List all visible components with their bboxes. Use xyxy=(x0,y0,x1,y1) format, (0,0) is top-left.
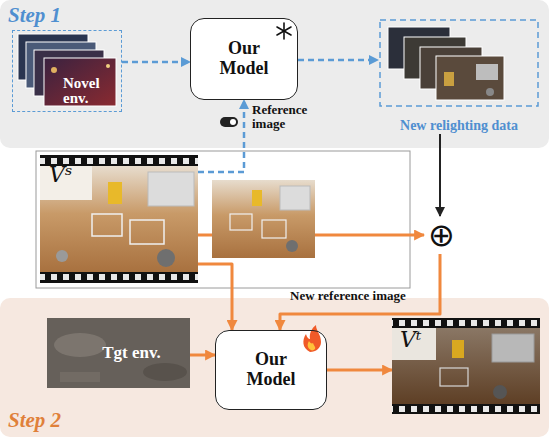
add-operator: ⊕ xyxy=(424,216,459,254)
target-env-map-part xyxy=(54,333,106,357)
step1-panel xyxy=(0,0,549,148)
model-label: Our Model xyxy=(240,350,302,390)
flow-arrow xyxy=(327,369,392,372)
fire-icon-part xyxy=(308,341,316,350)
step-label: Step 2 xyxy=(8,408,61,433)
relighting-output-stack xyxy=(380,20,538,106)
snowflake-icon xyxy=(277,23,291,39)
snowflake-icon-part xyxy=(277,27,291,35)
flow-arrow xyxy=(439,134,441,216)
step-label: Step 1 xyxy=(8,3,61,28)
target-env-map-part xyxy=(47,318,190,388)
target-film-strip-part xyxy=(392,328,540,404)
flow-arrow xyxy=(190,354,215,357)
model-box-fill-part xyxy=(190,18,298,100)
reference-image-part xyxy=(212,180,315,258)
reference-image-part xyxy=(252,190,262,206)
target-film-strip-part xyxy=(392,328,436,360)
flow-arrow xyxy=(198,100,244,172)
model-box: Our Model xyxy=(190,18,298,100)
env-image-stack: Novel env. xyxy=(12,30,122,112)
model-box-fill xyxy=(190,18,327,410)
target-film-strip-part xyxy=(440,368,468,386)
env-label: Novel env. xyxy=(63,76,113,108)
model-label: Our Model xyxy=(213,39,275,79)
env-map-stack-part xyxy=(44,58,116,106)
relighting-output-stack-part xyxy=(436,56,504,100)
env-map-stack xyxy=(18,34,116,106)
reference-image-part xyxy=(286,240,298,252)
target-film-strip-part xyxy=(493,385,507,399)
reference-image-part xyxy=(280,186,310,210)
source-video: Vˢ xyxy=(40,155,198,283)
toggle-icon-part xyxy=(230,119,236,125)
target-film-strip-part xyxy=(492,334,534,362)
env-label: Tgt env. xyxy=(102,343,161,363)
target-film-strip-part xyxy=(392,406,540,412)
target-env-map-part xyxy=(60,372,100,382)
step2-panel xyxy=(0,298,549,437)
model-box: Our Model xyxy=(215,330,327,410)
source-film-strip-part xyxy=(157,249,175,267)
flow-arrow xyxy=(122,61,190,64)
target-film-strip-part xyxy=(392,320,540,326)
toggle-icon-part xyxy=(220,117,238,127)
flow-arrow xyxy=(198,264,232,330)
toggle-icon xyxy=(220,117,238,127)
flow-arrow xyxy=(298,59,378,62)
relighting-output-stack-part xyxy=(444,72,454,86)
source-film-strip-part xyxy=(40,274,198,280)
env-map-stack-part xyxy=(106,64,110,68)
operator-symbol: ⊕ xyxy=(428,219,455,251)
source-film-strip-part xyxy=(108,182,122,204)
target-env-map-part xyxy=(143,363,187,381)
source-film-strip-part xyxy=(92,214,122,236)
target-env-map xyxy=(47,318,190,388)
target-env-image: Tgt env. xyxy=(47,318,190,388)
source-film-strip xyxy=(40,155,198,283)
video-symbol: Vˢ xyxy=(49,164,72,186)
snowflake-icon-part xyxy=(277,27,291,35)
edge-label: New reference image xyxy=(290,289,406,303)
relighting-output-stack-part xyxy=(380,20,538,106)
relighting-output-stack-part xyxy=(486,88,494,96)
source-film-strip-part xyxy=(148,172,194,206)
edge-label: Reference image xyxy=(252,103,324,132)
source-film-strip-part xyxy=(130,220,164,244)
source-film-strip-part xyxy=(40,155,198,283)
reference-image-part xyxy=(262,220,286,238)
reference-image-part xyxy=(230,214,252,230)
relighting-output: New relighting data xyxy=(378,20,540,134)
reference-image xyxy=(212,180,315,258)
relighting-output-stack-part xyxy=(476,64,498,80)
source-film-strip-part xyxy=(56,250,68,262)
target-film-strip-part xyxy=(452,340,464,358)
target-film-strip-part xyxy=(392,318,540,414)
video-symbol: Vᵗ xyxy=(400,329,421,351)
target-film-strip xyxy=(392,318,540,414)
output-heading: New relighting data xyxy=(400,118,518,134)
target-video: Vᵗ xyxy=(392,318,540,414)
env-map-stack-part xyxy=(51,67,57,73)
